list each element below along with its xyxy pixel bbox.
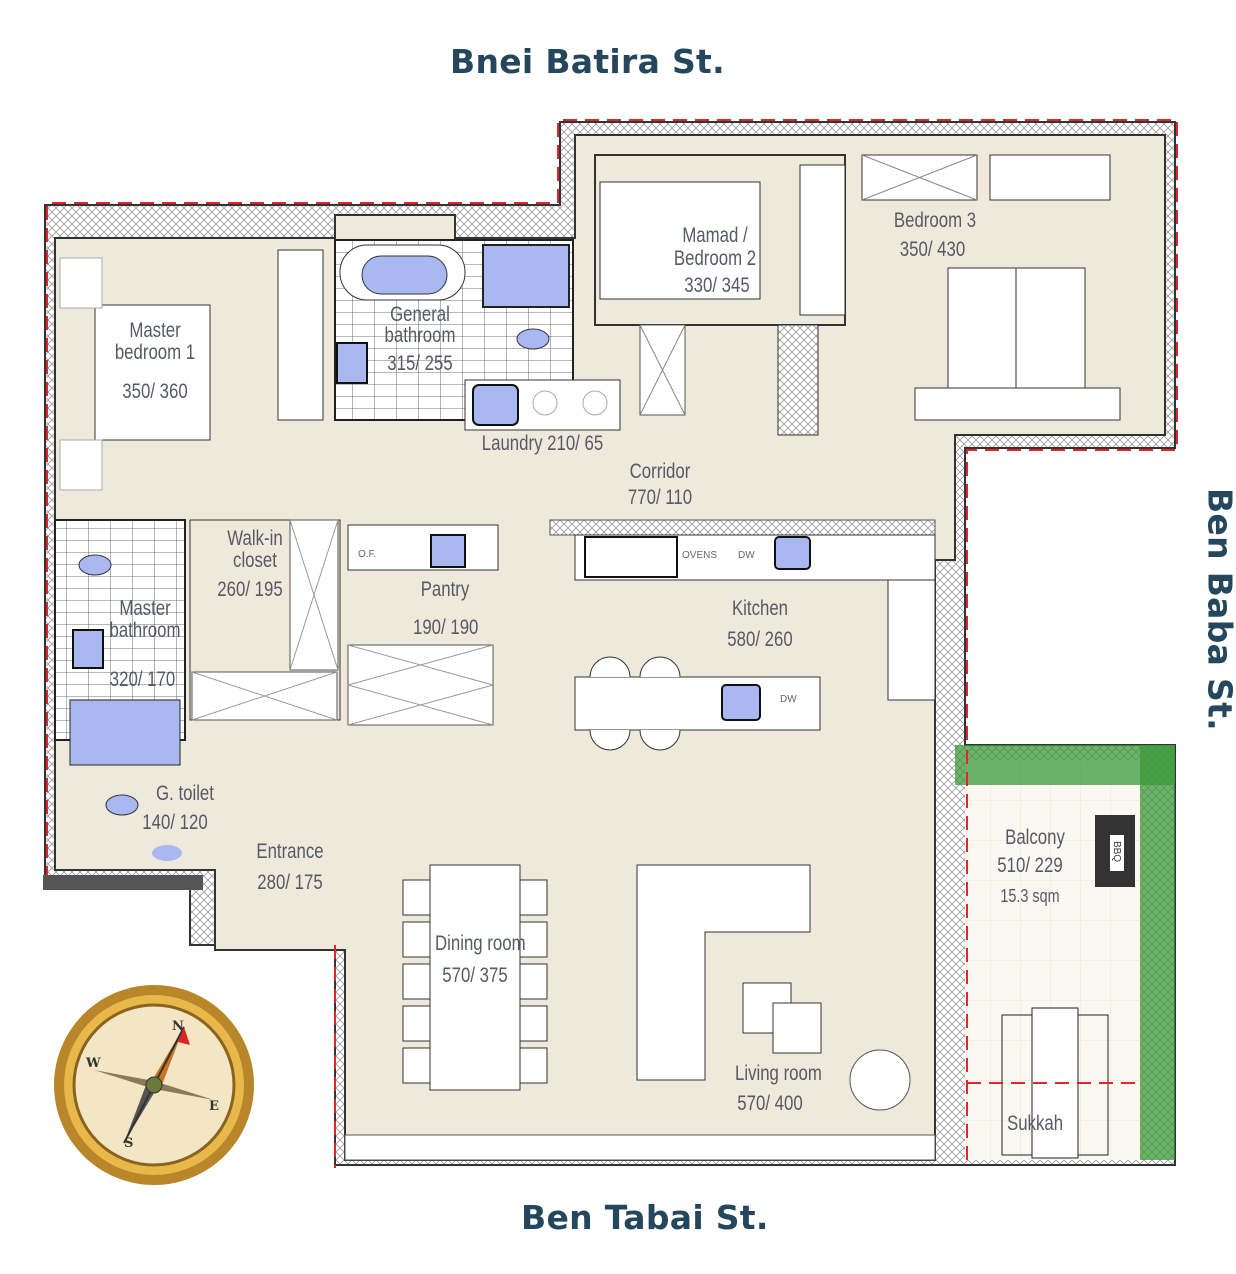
room-size-bedroom3: 350/ 430 (899, 238, 966, 261)
dishwasher-label: DW (738, 550, 755, 561)
toilet (105, 794, 139, 816)
pantry-counter (347, 524, 499, 571)
room-size-kitchen: 580/ 260 (727, 628, 793, 651)
compass-n: N (172, 1019, 184, 1034)
dining-chairs (402, 879, 548, 1084)
sofa (636, 864, 811, 1081)
apartment-floor (54, 134, 1166, 1161)
laundry-sink (472, 384, 519, 426)
room-name-master-bedroom: Master bedroom 1 (114, 319, 196, 364)
room-size-mamad: 330/ 345 (684, 274, 750, 297)
room-name-corridor: Corridor (629, 460, 691, 483)
cooktop-counter (887, 579, 936, 701)
room-name-entrance: Entrance (256, 840, 324, 863)
room-name-mamad: Mamad / Bedroom 2 (673, 224, 757, 270)
sink (336, 342, 368, 384)
dishwasher-label: DW (780, 694, 797, 705)
coffee-table (772, 1002, 822, 1054)
bar-stools (589, 656, 681, 751)
desk (989, 154, 1111, 201)
south-wall (344, 1134, 936, 1161)
sink (152, 845, 182, 861)
compass-w: W (85, 1056, 101, 1071)
wardrobe (799, 164, 846, 316)
room-name-walkin-closet: Walk-in closet (227, 527, 283, 572)
room-size-balcony: 510/ 229 (997, 854, 1063, 877)
compass-s: S (124, 1136, 133, 1151)
oven-fridge-label: O.F. (358, 549, 377, 560)
entry-wall (43, 875, 203, 890)
ovens-label: OVENS (682, 550, 718, 561)
boundary-lines (46, 119, 1178, 1168)
kitchen-wall (549, 519, 936, 536)
room-size-dining: 570/ 375 (442, 964, 508, 987)
side-table (59, 439, 103, 491)
room-name-living: Living room (735, 1062, 822, 1085)
kitchen-island (574, 676, 821, 731)
room-size-corridor: 770/ 110 (627, 486, 693, 509)
mamad-wall (777, 324, 819, 436)
bathtub-basin (361, 255, 448, 295)
balcony-area: 15.3 sqm (1000, 886, 1060, 906)
pantry-sink (430, 534, 466, 568)
room-name-bedroom3: Bedroom 3 (893, 209, 977, 232)
wardrobe (277, 249, 324, 421)
room-name-general-bathroom: General bathroom (384, 303, 456, 347)
sink (72, 629, 104, 669)
room-name-sukkah: Sukkah (1007, 1112, 1064, 1135)
room-name-kitchen: Kitchen (731, 597, 789, 620)
island-sink (721, 684, 761, 721)
toilet (516, 328, 550, 350)
sofa-bed (599, 181, 761, 300)
bbq-label: BBQ (1111, 840, 1123, 863)
kitchen-sink (774, 536, 811, 570)
room-size-walkin-closet: 260/ 195 (217, 578, 283, 601)
compass-e: E (209, 1099, 219, 1114)
fridge (584, 536, 678, 578)
greenery (1140, 745, 1175, 1160)
toilet (78, 554, 112, 576)
street-label-south: Ben Tabai St. (521, 1198, 769, 1237)
room-size-living: 570/ 400 (737, 1092, 803, 1115)
side-table (59, 257, 103, 309)
room-name-dining: Dining room (435, 932, 526, 955)
pantry-shelves (347, 644, 494, 726)
room-name-g-toilet: G. toilet (156, 782, 214, 805)
street-label-north: Bnei Batira St. (450, 42, 725, 81)
compass-icon: N E S W (54, 985, 254, 1185)
room-name-pantry: Pantry (420, 578, 470, 601)
room-size-master-bedroom: 350/ 360 (122, 380, 188, 403)
shower (482, 244, 570, 308)
side-cabinet (914, 387, 1121, 421)
room-size-master-bathroom: 320/ 170 (109, 668, 176, 691)
dining-table (429, 864, 521, 1091)
greenery (955, 745, 1175, 785)
armchair (849, 1049, 911, 1111)
bed (94, 304, 211, 441)
room-name-balcony: Balcony (1005, 826, 1065, 849)
street-label-east: Ben Baba St. (1200, 488, 1236, 731)
room-size-g-toilet: 140/ 120 (142, 811, 208, 834)
shower (69, 699, 181, 766)
room-size-general-bathroom: 315/ 255 (387, 352, 453, 375)
room-name-master-bathroom: Master bathroom (109, 597, 181, 642)
room-size-pantry: 190/ 190 (413, 616, 479, 639)
room-name-laundry: Laundry 210/ 65 (481, 432, 604, 455)
room-size-entrance: 280/ 175 (257, 871, 323, 894)
